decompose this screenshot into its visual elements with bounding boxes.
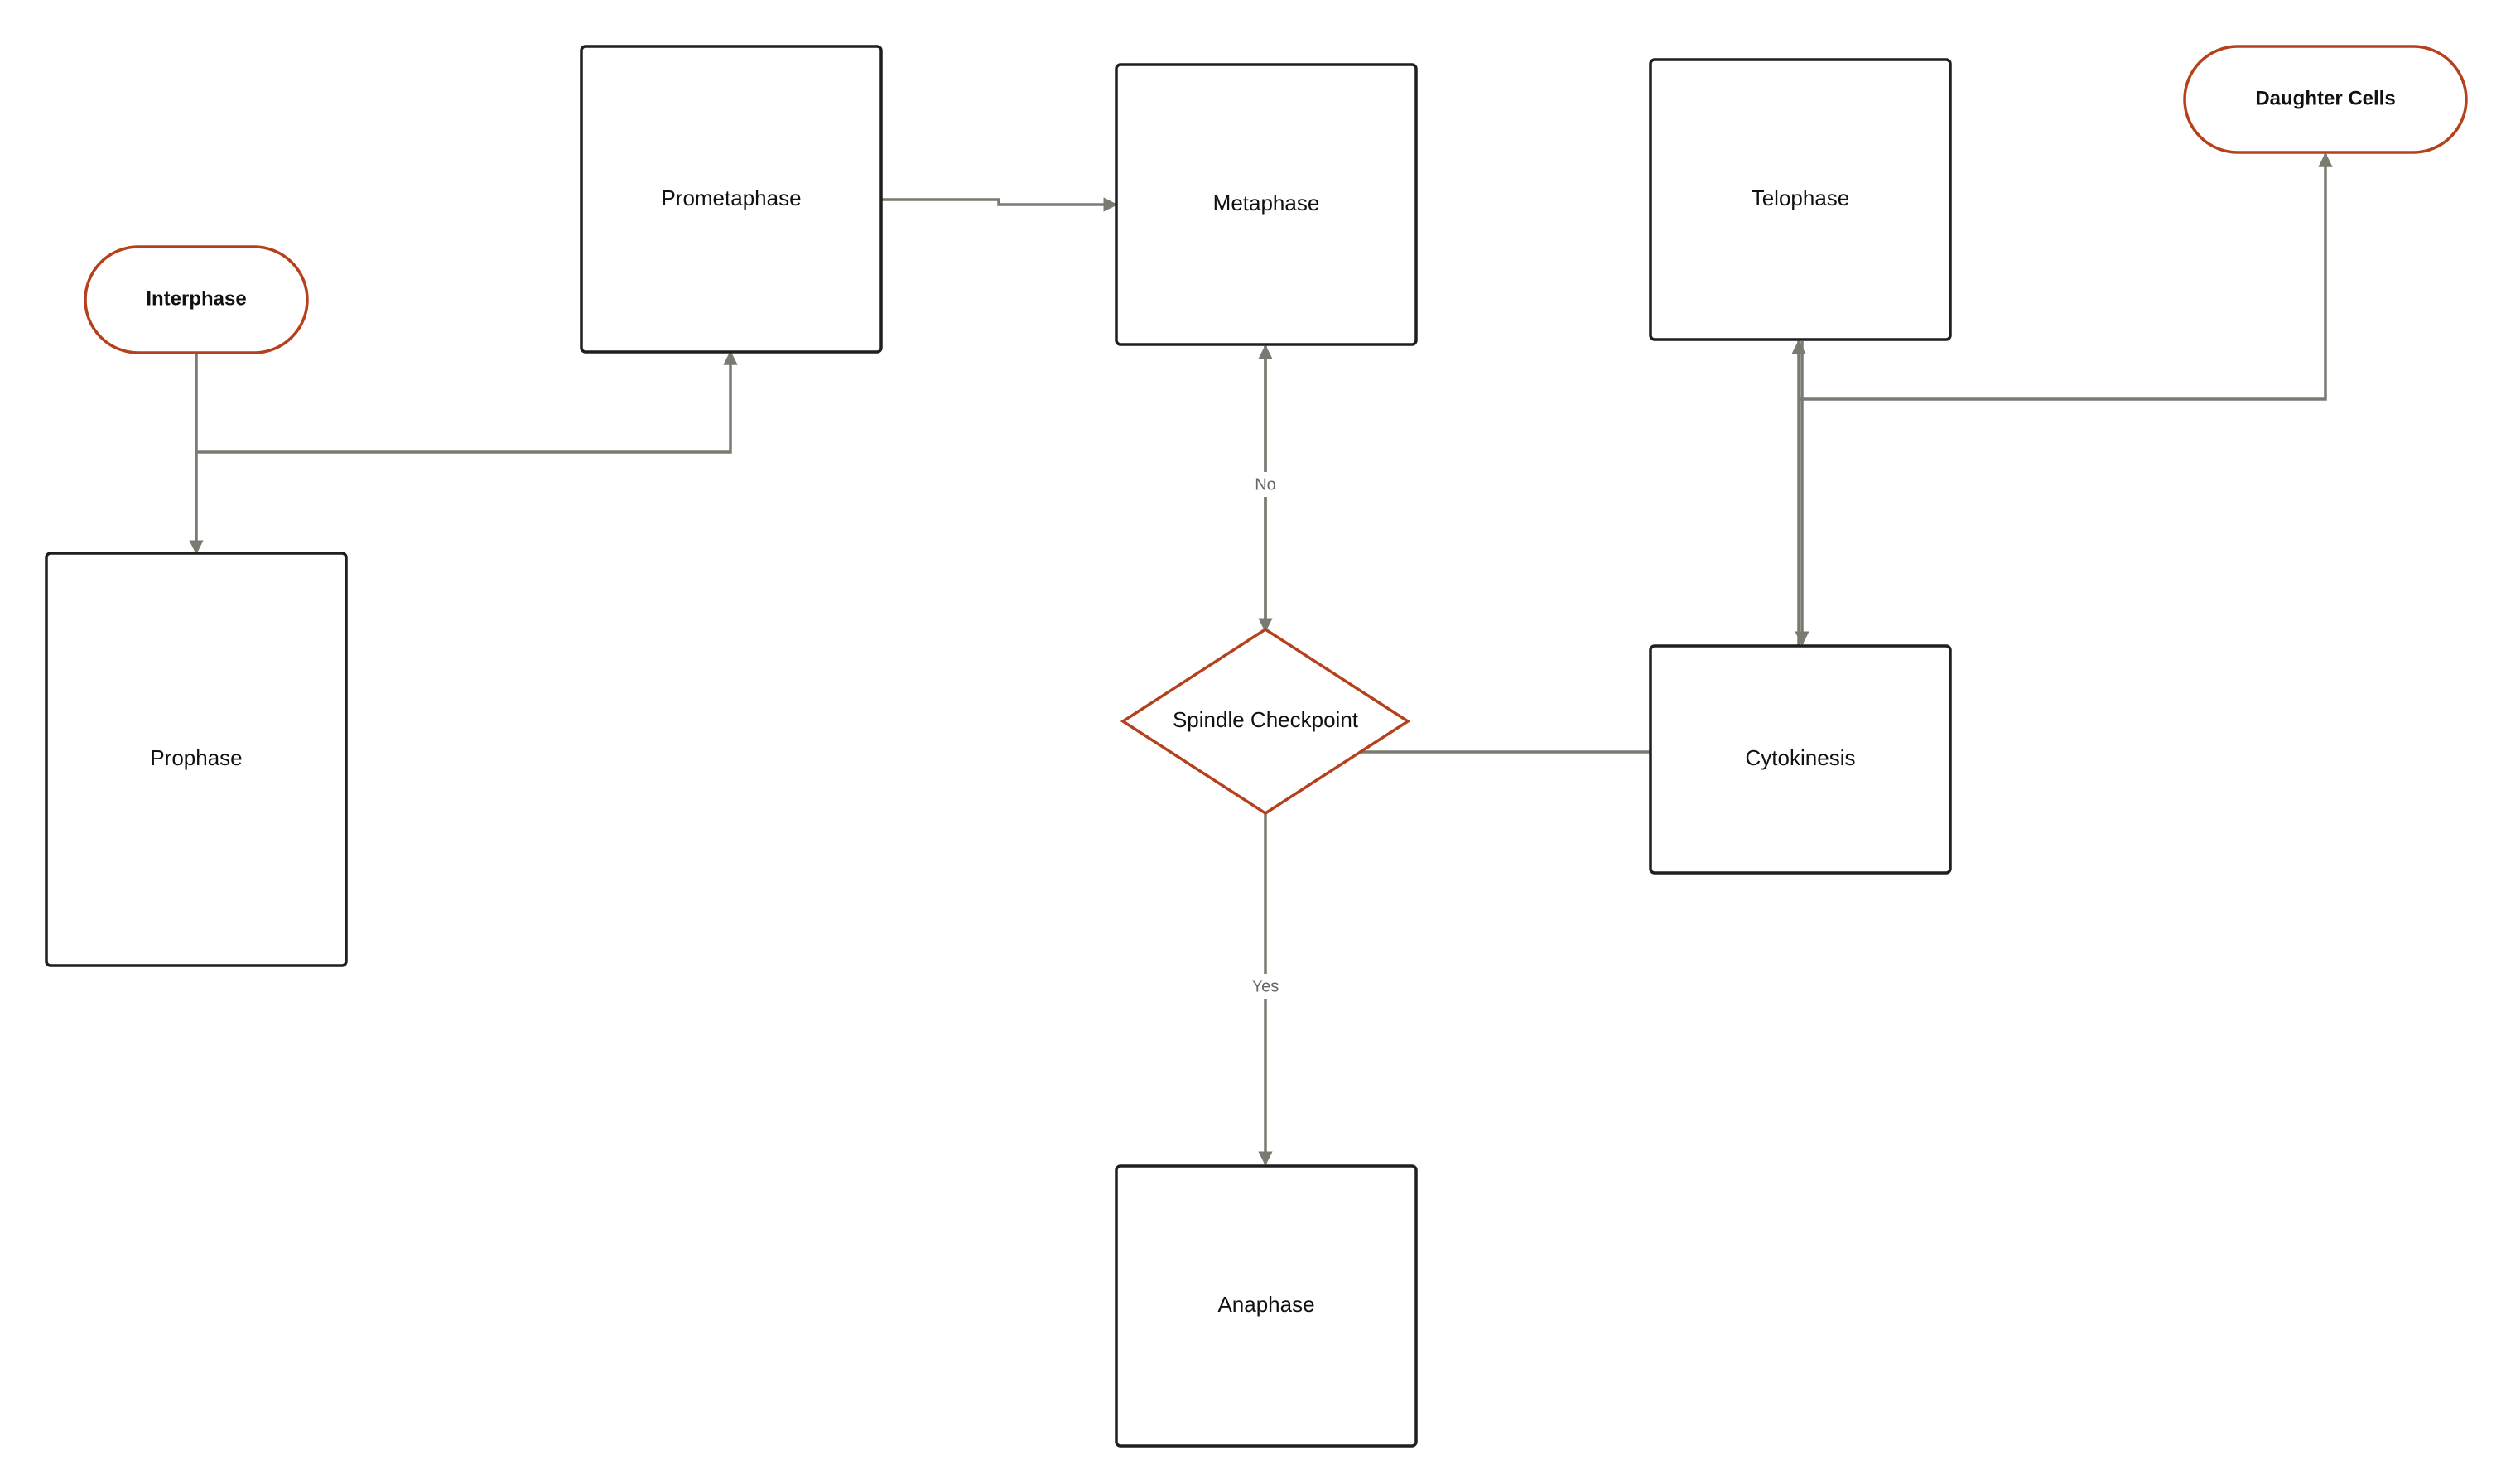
node-cytokinesis[interactable]: Cytokinesis bbox=[1649, 644, 1952, 874]
node-telophase[interactable]: Telophase bbox=[1649, 58, 1952, 341]
node-label-spindle-checkpoint: Spindle Checkpoint bbox=[1173, 707, 1359, 732]
node-label-metaphase: Metaphase bbox=[1213, 190, 1320, 215]
node-label-interphase: Interphase bbox=[146, 287, 246, 310]
node-prometaphase[interactable]: Prometaphase bbox=[580, 45, 883, 354]
node-metaphase[interactable]: Metaphase bbox=[1115, 63, 1418, 346]
node-anaphase[interactable]: Anaphase bbox=[1115, 1164, 1418, 1448]
node-label-daughter-cells: Daughter Cells bbox=[2255, 87, 2395, 109]
node-prophase[interactable]: Prophase bbox=[45, 552, 348, 967]
node-interphase[interactable]: Interphase bbox=[84, 245, 309, 354]
edge-label-yes: Yes bbox=[1252, 977, 1279, 995]
node-label-telophase: Telophase bbox=[1752, 186, 1850, 210]
node-label-prometaphase: Prometaphase bbox=[661, 186, 801, 210]
node-spindle-checkpoint[interactable]: Spindle Checkpoint bbox=[1120, 627, 1411, 816]
node-label-cytokinesis: Cytokinesis bbox=[1746, 745, 1856, 770]
edge-telophase-daughter[interactable] bbox=[1800, 152, 2333, 401]
edge-interphase-prometaphase[interactable] bbox=[196, 350, 738, 454]
node-daughter-cells[interactable]: Daughter Cells bbox=[2183, 45, 2468, 154]
node-label-anaphase: Anaphase bbox=[1217, 1292, 1314, 1317]
nodes-layer: Interphase Prophase Prometaphase Metapha… bbox=[45, 45, 2468, 1448]
edge-prometaphase-metaphase[interactable] bbox=[881, 197, 1118, 212]
edge-labels-layer: No Yes bbox=[1245, 472, 1286, 999]
node-label-prophase: Prophase bbox=[150, 745, 242, 770]
edge-label-no: No bbox=[1255, 475, 1276, 494]
